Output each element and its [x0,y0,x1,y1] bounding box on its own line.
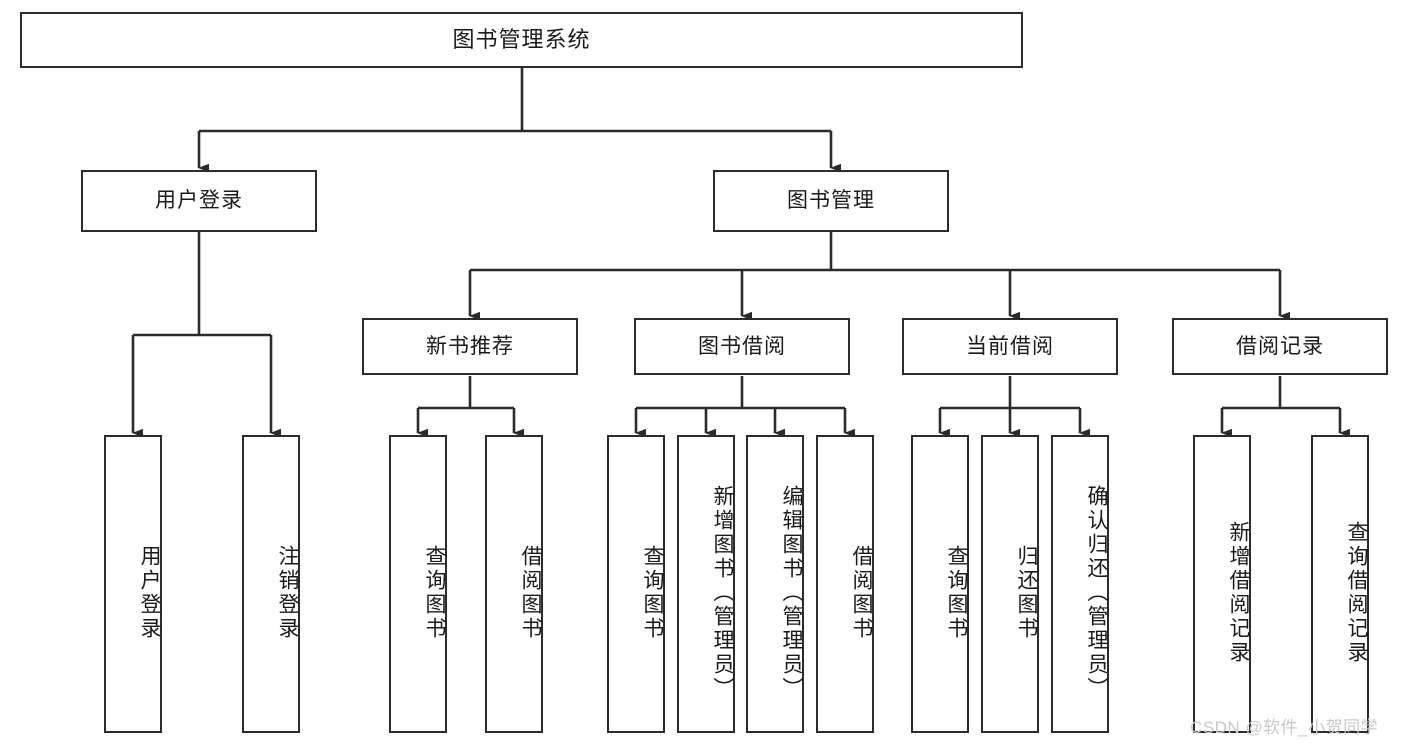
node-label: 用户登录 [155,189,243,213]
leaf-borrow-add-book-admin[interactable]: 新增图书（管理员） [677,435,735,733]
leaf-record-query-record[interactable]: 查询借阅记录 [1311,435,1369,733]
leaf-user-login-signout[interactable]: 注销登录 [242,435,300,733]
node-label: 编辑图书（管理员） [780,485,803,701]
node-root-system[interactable]: 图书管理系统 [20,12,1023,68]
node-book-management[interactable]: 图书管理 [713,170,949,232]
node-current-borrow[interactable]: 当前借阅 [902,318,1118,375]
node-book-borrow[interactable]: 图书借阅 [634,318,850,375]
node-label: 借阅图书 [519,545,542,641]
node-label: 图书管理系统 [452,26,591,52]
node-label: 新书推荐 [426,334,514,358]
node-label: 新增借阅记录 [1227,521,1250,665]
node-new-book-recommend[interactable]: 新书推荐 [362,318,578,375]
leaf-record-add-record[interactable]: 新增借阅记录 [1193,435,1251,733]
leaf-current-query-book[interactable]: 查询图书 [911,435,969,733]
node-label: 查询图书 [423,545,446,641]
node-borrow-record[interactable]: 借阅记录 [1172,318,1388,375]
node-label: 图书管理 [787,189,875,213]
leaf-borrow-query-book[interactable]: 查询图书 [607,435,665,733]
node-label: 借阅记录 [1236,334,1324,358]
node-label: 借阅图书 [850,545,873,641]
leaf-current-return-book[interactable]: 归还图书 [981,435,1039,733]
node-label: 注销登录 [276,545,299,641]
node-user-login[interactable]: 用户登录 [81,170,317,232]
node-label: 当前借阅 [966,334,1054,358]
node-label: 确认归还（管理员） [1085,485,1108,701]
node-label: 查询图书 [641,545,664,641]
node-label: 归还图书 [1015,545,1038,641]
leaf-recommend-borrow-book[interactable]: 借阅图书 [485,435,543,733]
leaf-recommend-query-book[interactable]: 查询图书 [389,435,447,733]
node-label: 查询借阅记录 [1345,521,1368,665]
node-label: 新增图书（管理员） [711,485,734,701]
node-label: 查询图书 [945,545,968,641]
leaf-borrow-edit-book-admin[interactable]: 编辑图书（管理员） [746,435,804,733]
leaf-borrow-borrow-book[interactable]: 借阅图书 [816,435,874,733]
leaf-current-confirm-return-admin[interactable]: 确认归还（管理员） [1051,435,1109,733]
node-label: 用户登录 [138,545,161,641]
leaf-user-login-signin[interactable]: 用户登录 [104,435,162,733]
node-label: 图书借阅 [698,334,786,358]
